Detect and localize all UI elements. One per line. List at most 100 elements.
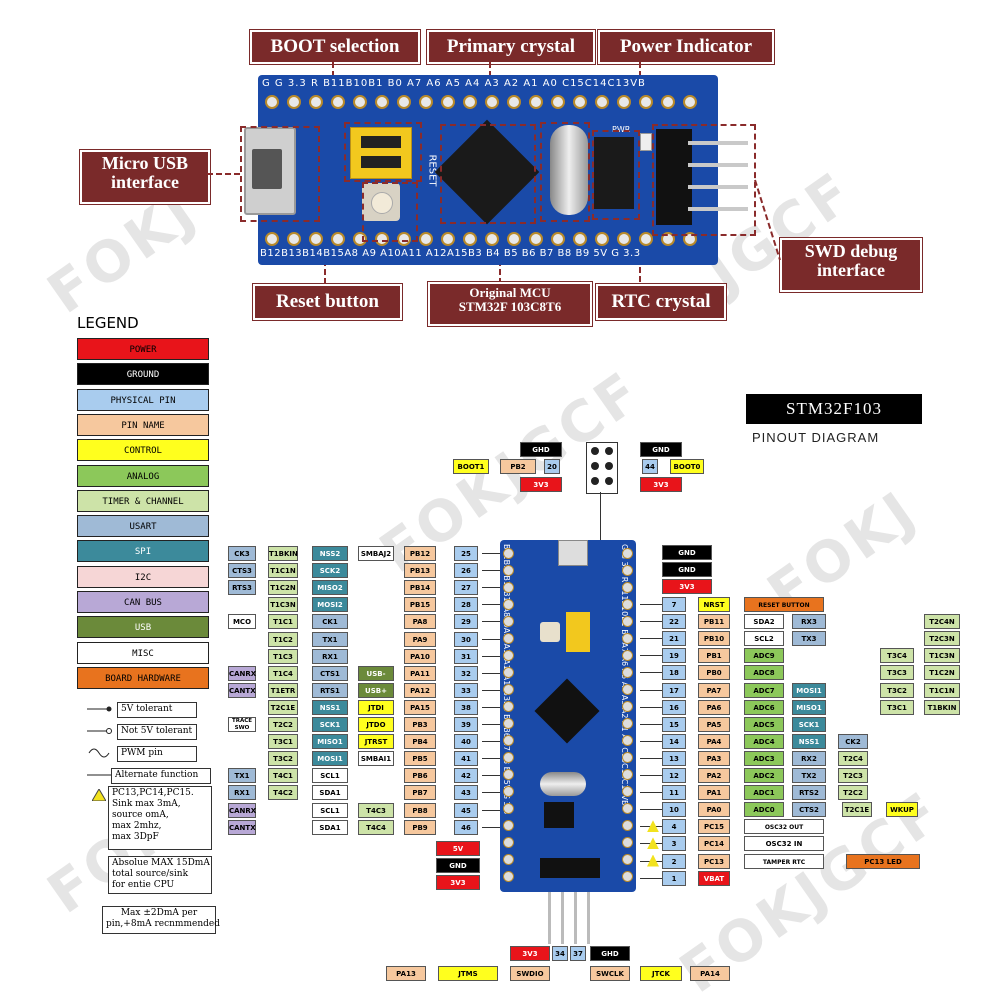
- left-power-cell: 5V: [436, 841, 480, 856]
- board-pin-hole: [622, 650, 633, 661]
- left-pin-cell: PB5: [404, 751, 436, 767]
- header-hole: [507, 232, 521, 246]
- left-pin-cell: T2C2: [268, 717, 298, 732]
- pin-connector: [640, 809, 662, 811]
- left-pin-cell: TX1: [228, 768, 256, 784]
- warning-icon: [91, 788, 107, 802]
- board-pin-hole: [622, 633, 633, 644]
- legend-item: CAN BUS: [77, 591, 209, 613]
- power-indicator-callout: Power Indicator: [598, 30, 774, 64]
- right-pin-cell: ADC9: [744, 648, 784, 664]
- left-pin-cell: 42: [454, 768, 478, 784]
- left-power-cell: 3V3: [436, 875, 480, 890]
- left-pin-cell: MOSI2: [312, 597, 348, 613]
- left-pin-cell: CK3: [228, 546, 256, 561]
- pb2-label: PB2: [500, 459, 536, 474]
- right-pin-cell: MISO1: [792, 699, 826, 715]
- jumper-pin: [605, 447, 613, 455]
- jumper-pin: [605, 477, 613, 485]
- right-pin-cell: T1C3N: [924, 648, 960, 664]
- left-pin-cell: 46: [454, 819, 478, 835]
- board-pin-hole: [622, 582, 633, 593]
- left-pin-cell: CANTX: [228, 682, 256, 698]
- right-pin-cell: T2C3N: [924, 631, 960, 647]
- right-pin-cell: 3: [662, 836, 686, 852]
- header-hole: [595, 232, 609, 246]
- right-pin-cell: ADC6: [744, 699, 784, 715]
- swd-pin-34: 34: [552, 946, 568, 961]
- note-pc13: PC13,PC14,PC15. Sink max 3mA, source omA…: [108, 786, 212, 850]
- left-pin-cell: T1C3N: [268, 597, 298, 613]
- swd-pins: [688, 141, 748, 211]
- pin-connector: [482, 689, 500, 691]
- note-5v-tolerant: 5V tolerant: [117, 702, 197, 718]
- header-hole: [265, 232, 279, 246]
- header-hole: [463, 232, 477, 246]
- header-hole: [309, 232, 323, 246]
- board-pin-hole: [622, 548, 633, 559]
- pin-20: 20: [544, 459, 560, 474]
- right-pin-cell: PA2: [698, 768, 730, 783]
- left-pin-cell: T1C2: [268, 631, 298, 647]
- left-pin-cell: PA9: [404, 631, 436, 647]
- left-pin-cell: NSS1: [312, 699, 348, 715]
- right-pin-cell: PA7: [698, 682, 730, 698]
- header-hole: [375, 232, 389, 246]
- board-pin-hole: [622, 599, 633, 610]
- right-power-cell: GND: [662, 562, 712, 577]
- board-pin-hole: [622, 752, 633, 763]
- swd-pin: [548, 892, 551, 944]
- left-pin-cell: CANTX: [228, 819, 256, 835]
- swd-debug-callout-line1: SWD debug: [804, 241, 898, 261]
- left-pin-cell: PB13: [404, 563, 436, 579]
- swd-header: [656, 129, 692, 225]
- left-pin-cell: CTS3: [228, 563, 256, 579]
- right-pin-cell: PB11: [698, 614, 730, 630]
- note-max: Max ±2DmA per pin,+8mA recnmmended: [102, 906, 220, 934]
- left-pin-cell: SCL1: [312, 768, 348, 784]
- right-pin-cell: PB0: [698, 665, 730, 681]
- left-pin-cell: USB+: [358, 682, 394, 698]
- left-pin-cell: RX1: [312, 648, 348, 664]
- right-pin-cell: T2C2: [838, 785, 868, 801]
- right-pin-cell: TX2: [792, 768, 826, 783]
- left-pin-cell: SCK1: [312, 717, 348, 732]
- note-pwm: PWM pin: [117, 746, 197, 762]
- swd-debug-callout-line2: interface: [817, 259, 885, 280]
- right-pin-cell: T2C1E: [842, 802, 872, 818]
- left-pin-cell: PB6: [404, 768, 436, 784]
- boot-3v3-left: 3V3: [520, 477, 562, 492]
- right-pin-cell: 2: [662, 853, 686, 869]
- header-hole: [375, 95, 389, 109]
- right-pin-cell: CTS2: [792, 802, 826, 818]
- left-pin-cell: 31: [454, 648, 478, 664]
- right-pin-cell: ADC1: [744, 785, 784, 801]
- right-pin-cell: ADC8: [744, 665, 784, 681]
- pin-connector: [640, 604, 662, 605]
- legend-item: ANALOG: [77, 464, 209, 487]
- legend-item: CONTROL: [77, 439, 209, 462]
- diagram-board: B12B13B14B15A8A9A10A11A12A15B3B4 B5 B6 B…: [500, 540, 636, 892]
- reset-button[interactable]: [362, 183, 400, 221]
- header-hole: [353, 95, 367, 109]
- pin-connector: [482, 775, 500, 777]
- pin-connector: [482, 724, 500, 725]
- left-pin-cell: SMBAI1: [358, 751, 394, 767]
- pin-connector: [640, 655, 662, 657]
- header-hole: [529, 95, 543, 109]
- board-pin-hole: [503, 735, 514, 746]
- left-pin-cell: PA12: [404, 682, 436, 698]
- swd-pin: [561, 892, 564, 944]
- header-hole: [441, 232, 455, 246]
- right-pin-cell: OSC32 OUT: [744, 819, 824, 835]
- left-pin-cell: 30: [454, 631, 478, 647]
- diagram-boot-jumpers: [566, 612, 590, 652]
- board-pin-hole: [503, 701, 514, 712]
- right-pin-cell: T2C4: [838, 750, 868, 766]
- pin-connector: [482, 826, 500, 828]
- board-pin-hole: [503, 854, 514, 865]
- swd-swclk: SWCLK: [590, 966, 630, 981]
- legend-item: SPI: [77, 540, 209, 563]
- left-pin-cell: 26: [454, 563, 478, 579]
- left-pin-cell: PA15: [404, 699, 436, 715]
